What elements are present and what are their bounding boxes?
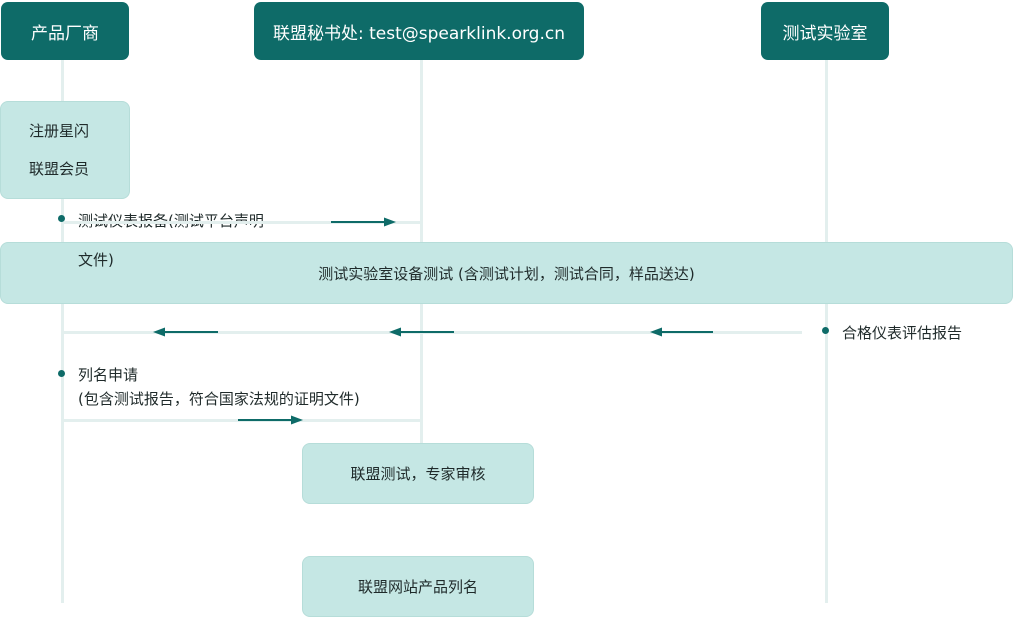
step-lab-device-test-label: 测试实验室设备测试 (含测试计划，测试合同，样品送达): [318, 264, 695, 283]
step-listing-line2: (包含测试报告，符合国家法规的证明文件): [78, 390, 360, 408]
step-expert-review-label: 联盟测试，专家审核: [350, 465, 486, 483]
actor-lab: 测试实验室: [761, 2, 889, 60]
arrow-qualified-2-head: [389, 327, 401, 337]
step-register-line1: 注册星闪: [29, 122, 90, 140]
bullet-listing: [58, 370, 65, 377]
step-lab-device-test: 测试实验室设备测试 (含测试计划，测试合同，样品送达): [0, 242, 1013, 304]
arrow-listing-head: [291, 415, 303, 425]
step-register-line2: 联盟会员: [29, 160, 90, 178]
actor-secretariat: 联盟秘书处: test@spearklink.org.cn: [254, 2, 584, 60]
actor-manufacturer: 产品厂商: [1, 2, 129, 60]
step-qualified-report: 合格仪表评估报告: [842, 324, 963, 342]
bullet-report: [58, 215, 65, 222]
arrow-report-head: [384, 217, 396, 227]
step-website-listing: 联盟网站产品列名: [302, 556, 534, 617]
step-expert-review: 联盟测试，专家审核: [302, 443, 534, 504]
actor-lab-label: 测试实验室: [782, 23, 868, 44]
arrow-qualified-1-head: [650, 327, 662, 337]
lifeline-manufacturer: [61, 58, 64, 603]
report-message-line: [64, 221, 421, 224]
step-listing-line1: 列名申请: [78, 366, 139, 384]
bullet-qualified-report: [822, 327, 829, 334]
actor-manufacturer-label: 产品厂商: [31, 23, 99, 44]
arrow-qualified-3-head: [153, 327, 165, 337]
step-instrument-report-line2: 文件): [78, 251, 114, 269]
step-website-listing-label: 联盟网站产品列名: [357, 578, 478, 596]
step-register-member: 注册星闪 联盟会员: [0, 101, 130, 199]
actor-secretariat-label: 联盟秘书处: test@spearklink.org.cn: [272, 23, 565, 44]
